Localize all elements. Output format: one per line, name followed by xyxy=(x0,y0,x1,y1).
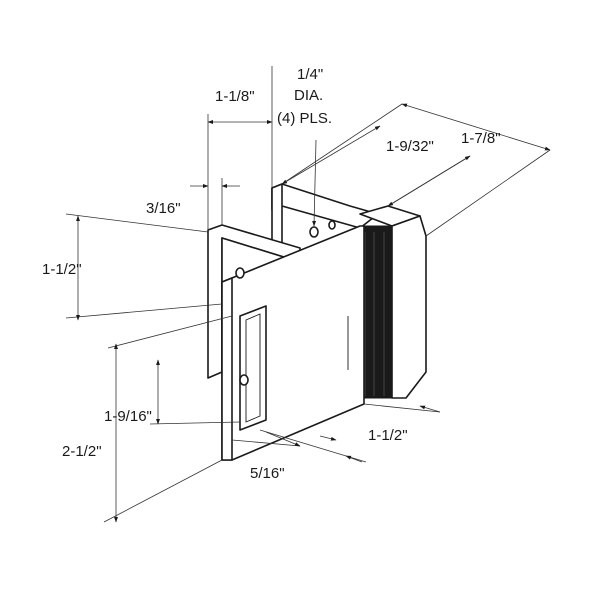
label-hole-count: (4) PLS. xyxy=(277,110,332,127)
label-top-thickness: 1-1/8" xyxy=(215,88,255,105)
bumper-dark-face xyxy=(361,225,393,399)
label-inner-depth: 1-9/32" xyxy=(386,138,434,155)
bracket-body xyxy=(207,183,427,461)
hole-1 xyxy=(235,267,245,279)
label-hole-size: 1/4" xyxy=(297,66,323,83)
slot-inner xyxy=(245,313,261,423)
ext-line xyxy=(65,303,223,319)
ext-line xyxy=(65,213,209,233)
label-plate-thickness: 3/16" xyxy=(146,200,181,217)
dimension-lines xyxy=(76,103,551,523)
hole-3 xyxy=(309,226,319,238)
ext-line xyxy=(231,439,301,447)
hole-2 xyxy=(239,374,249,386)
dim-inner-depth xyxy=(281,125,381,185)
dim-overall-depth xyxy=(401,103,551,151)
ext-line xyxy=(107,315,233,349)
label-slot-offset: 5/16" xyxy=(250,465,285,482)
dim-slot-offset-b xyxy=(345,455,363,463)
ext-line xyxy=(103,459,223,523)
ext-line xyxy=(363,403,441,413)
dimension-labels: 1-1/8" 1/4" DIA. (4) PLS. 1-7/8" 1-9/32"… xyxy=(42,66,501,482)
plate-top-edge xyxy=(231,225,361,279)
hole-4 xyxy=(328,220,336,230)
dim-front-width-a xyxy=(319,435,337,441)
bumper-side xyxy=(391,215,427,399)
label-front-width: 1-1/2" xyxy=(368,427,408,444)
label-slot-height: 1-9/16" xyxy=(104,408,152,425)
front-plate-edge xyxy=(221,277,233,461)
label-upper-height: 1-1/2" xyxy=(42,261,82,278)
label-overall-height: 2-1/2" xyxy=(62,443,102,460)
dim-inner-depth-2 xyxy=(387,155,471,207)
ext-line xyxy=(149,421,241,425)
ext-line xyxy=(425,149,551,237)
label-overall-depth: 1-7/8" xyxy=(461,130,501,147)
dim-front-width-b xyxy=(419,405,441,413)
dim-slot-offset-a xyxy=(265,431,301,447)
label-hole-dia: DIA. xyxy=(294,87,323,104)
slot-outer xyxy=(239,305,267,431)
back-flange xyxy=(271,183,379,229)
